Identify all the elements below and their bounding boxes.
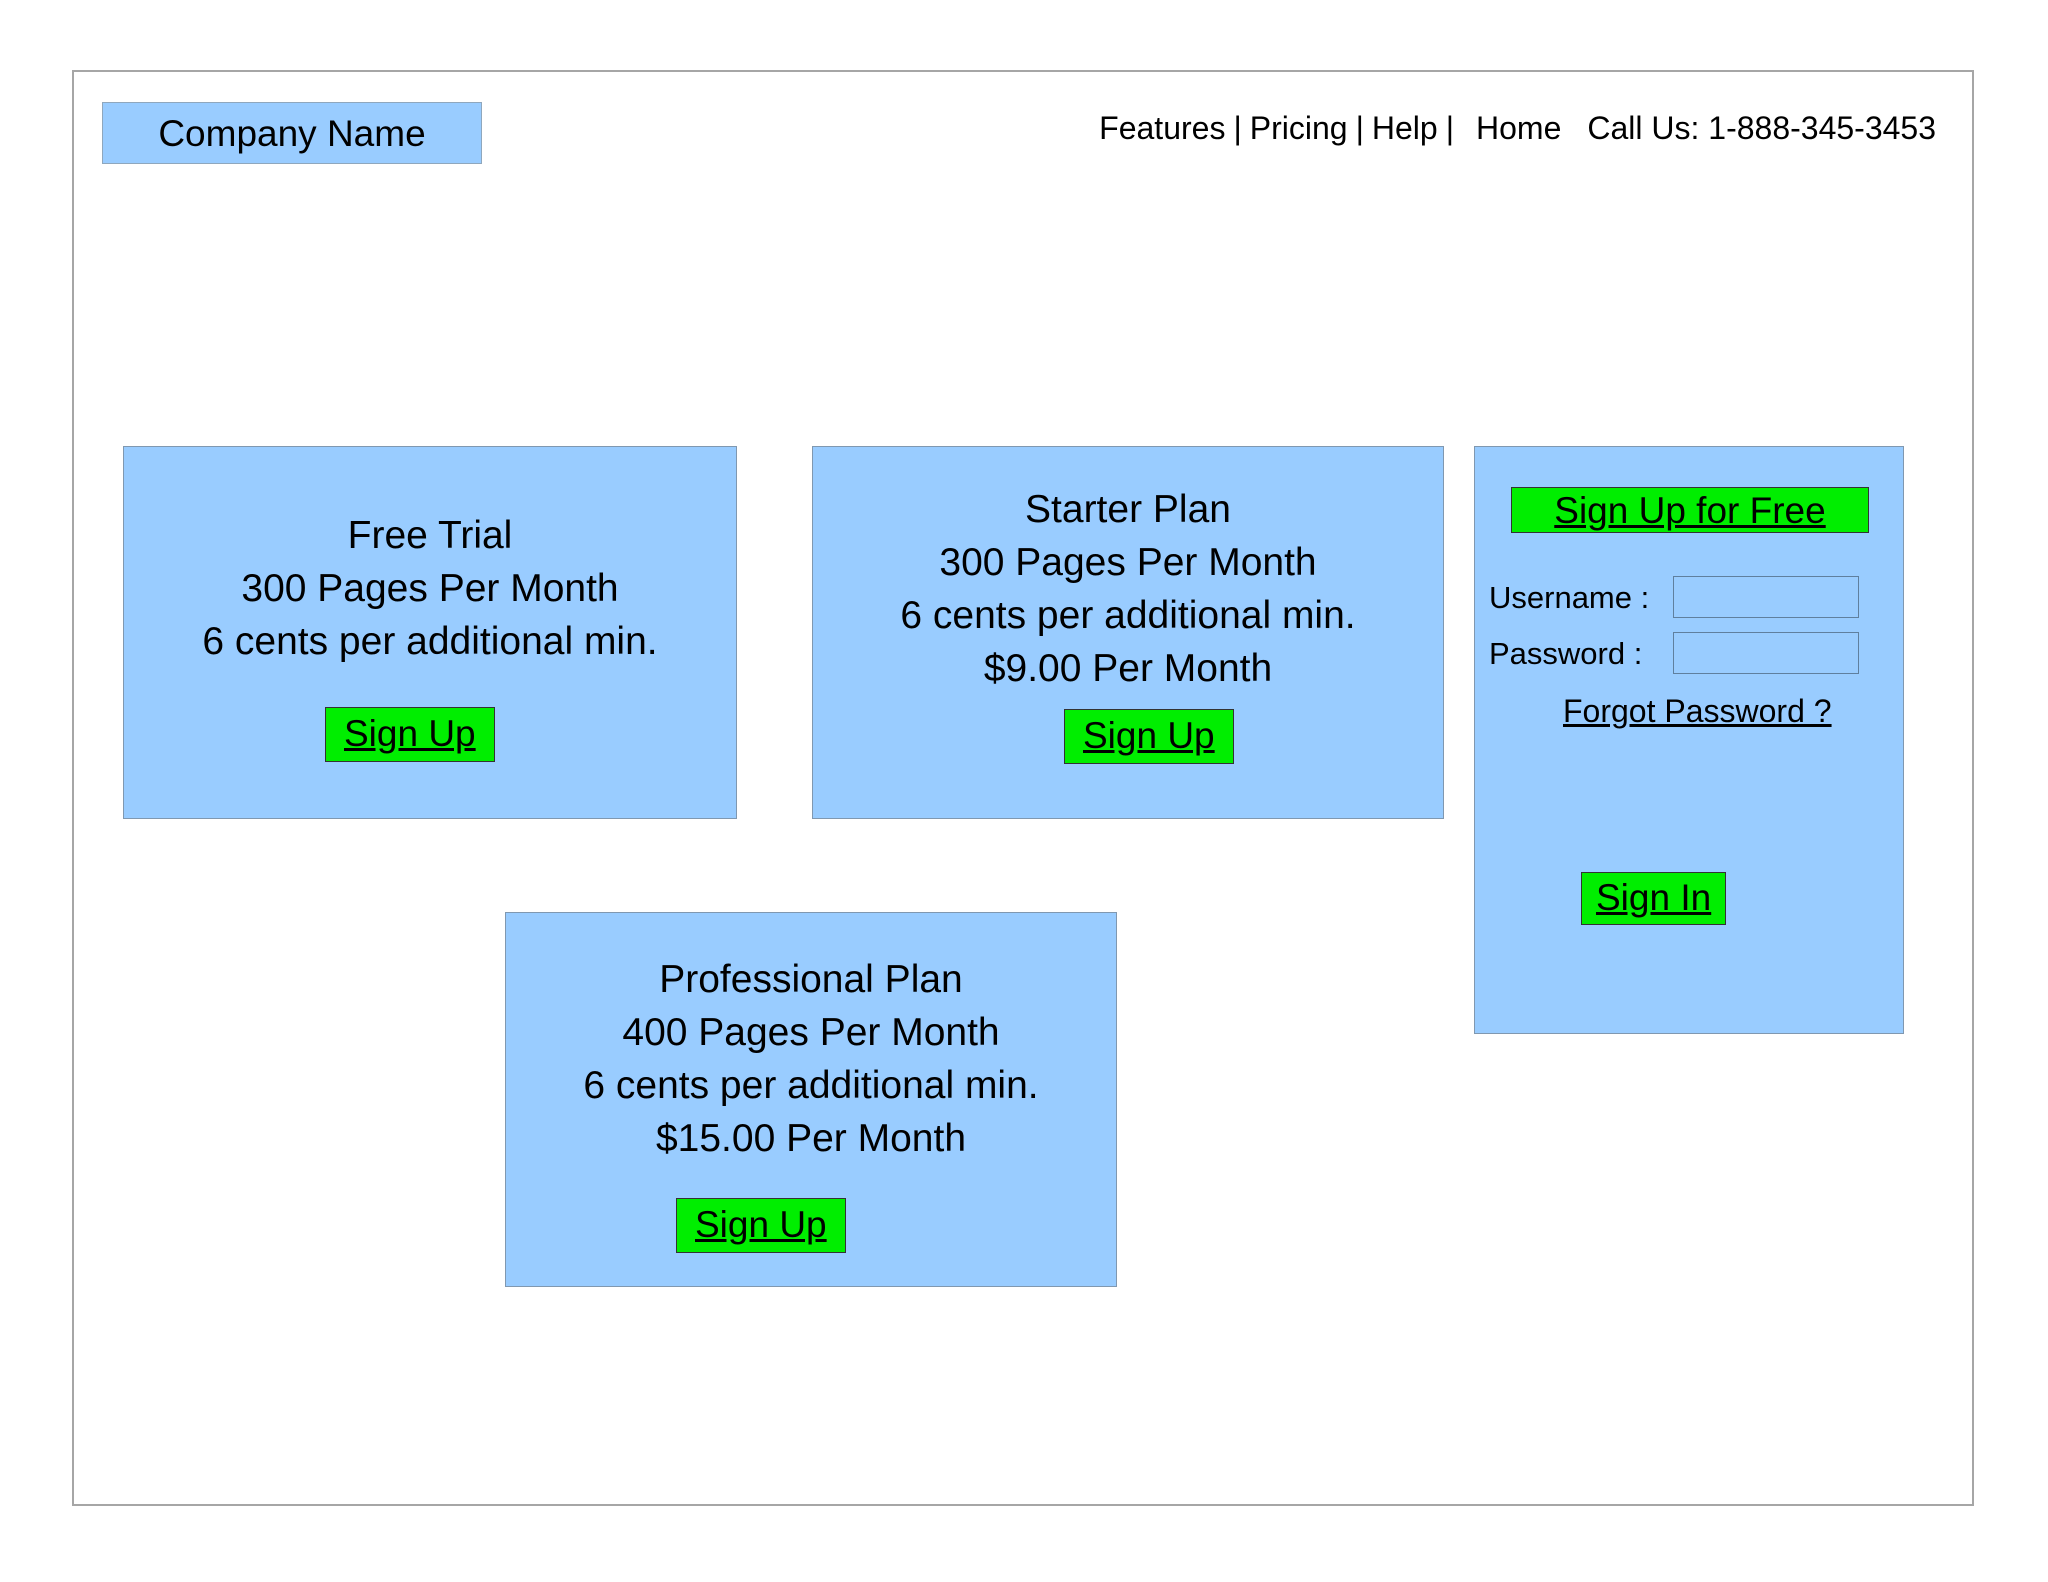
username-input[interactable] xyxy=(1673,576,1859,618)
brand-logo-box[interactable]: Company Name xyxy=(102,102,482,164)
plan-card-professional[interactable]: Professional Plan 400 Pages Per Month 6 … xyxy=(505,912,1117,1287)
signin-panel: Sign Up for Free Username : Password : F… xyxy=(1474,446,1904,1034)
password-field-row: Password : xyxy=(1489,631,1893,675)
nav-item-home[interactable]: Home xyxy=(1476,110,1562,146)
password-input[interactable] xyxy=(1673,632,1859,674)
plan-pages: 400 Pages Per Month xyxy=(622,1011,1000,1054)
plan-card-free-trial[interactable]: Free Trial 300 Pages Per Month 6 cents p… xyxy=(123,446,737,819)
plan-overage-rate: 6 cents per additional min. xyxy=(202,620,658,663)
nav-item-help[interactable]: Help xyxy=(1371,110,1438,146)
brand-name-label: Company Name xyxy=(158,112,426,154)
nav-item-features[interactable]: Features xyxy=(1099,110,1226,146)
plan-title: Professional Plan xyxy=(659,958,963,1001)
password-label: Password : xyxy=(1489,635,1643,671)
plan-price: $9.00 Per Month xyxy=(983,647,1273,690)
plan-pages: 300 Pages Per Month xyxy=(241,567,619,610)
signin-button[interactable]: Sign In xyxy=(1581,872,1727,925)
plan-title: Free Trial xyxy=(347,514,513,557)
main-nav: Features | Pricing | Help | Home Call Us… xyxy=(1099,110,1936,147)
plan-title: Starter Plan xyxy=(1025,488,1231,531)
nav-separator: | xyxy=(1445,110,1454,146)
plan-card-starter[interactable]: Starter Plan 300 Pages Per Month 6 cents… xyxy=(812,446,1444,819)
nav-call-us-text: Call Us: 1-888-345-3453 xyxy=(1587,110,1936,146)
plan-details: Free Trial 300 Pages Per Month 6 cents p… xyxy=(124,509,736,668)
username-label: Username : xyxy=(1489,579,1650,615)
plan-details: Professional Plan 400 Pages Per Month 6 … xyxy=(506,953,1116,1165)
page-frame: Company Name Features | Pricing | Help |… xyxy=(72,70,1974,1506)
plan-details: Starter Plan 300 Pages Per Month 6 cents… xyxy=(813,483,1443,695)
nav-item-pricing[interactable]: Pricing xyxy=(1249,110,1348,146)
nav-separator: | xyxy=(1233,110,1242,146)
plan-price: $15.00 Per Month xyxy=(655,1117,967,1160)
signup-button-free-trial[interactable]: Sign Up xyxy=(325,707,495,762)
plan-pages: 300 Pages Per Month xyxy=(939,541,1317,584)
signup-button-professional[interactable]: Sign Up xyxy=(676,1198,846,1253)
nav-separator: | xyxy=(1355,110,1364,146)
username-field-row: Username : xyxy=(1489,575,1893,619)
forgot-password-link[interactable]: Forgot Password ? xyxy=(1563,693,1832,729)
plan-overage-rate: 6 cents per additional min. xyxy=(900,594,1356,637)
plan-overage-rate: 6 cents per additional min. xyxy=(583,1064,1039,1107)
signup-button-starter[interactable]: Sign Up xyxy=(1064,709,1234,764)
signup-for-free-button[interactable]: Sign Up for Free xyxy=(1511,487,1869,533)
